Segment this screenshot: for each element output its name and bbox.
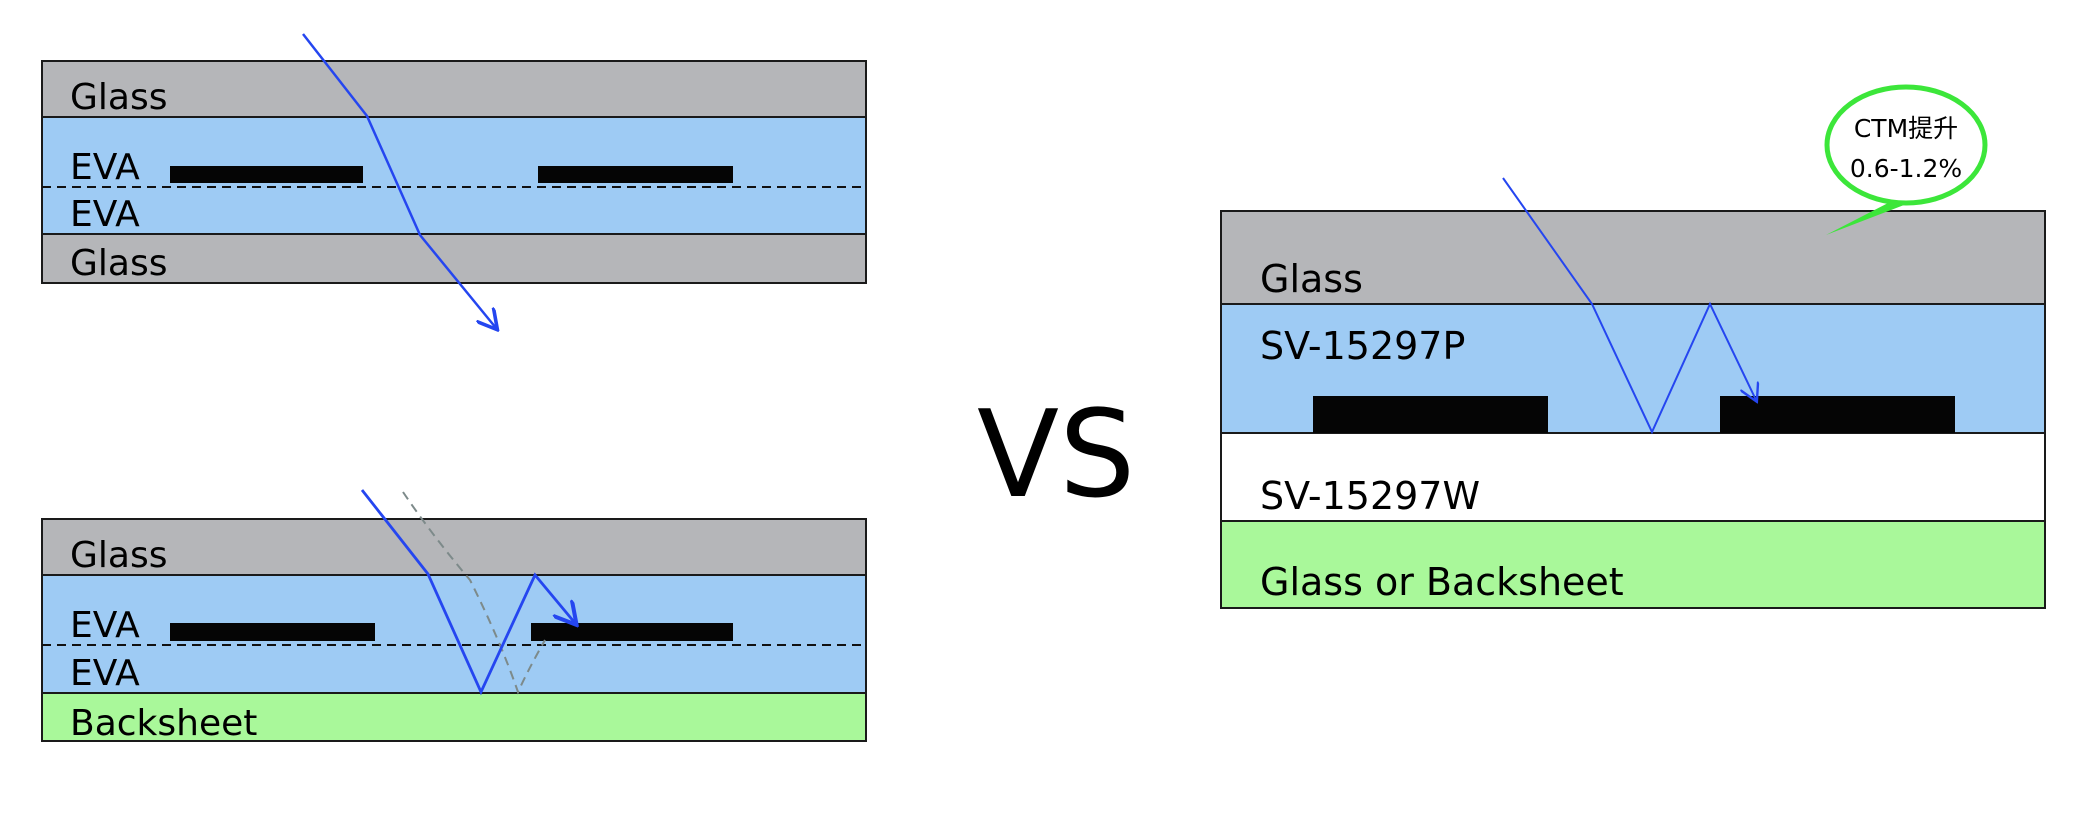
top-left-label-glass-front: Glass [70, 77, 167, 118]
top-left-label-eva-lower: EVA [70, 194, 140, 235]
ctm-callout-line1: CTM提升 [1854, 114, 1958, 143]
right-label-glass-or-backsheet: Glass or Backsheet [1260, 560, 1624, 604]
bottom-left-module: Glass EVA EVA Backsheet [41, 489, 867, 744]
top-left-glass-front [41, 60, 867, 118]
bottom-left-glass [41, 518, 867, 576]
top-left-eva-layer [41, 116, 867, 235]
top-left-label-eva-upper: EVA [70, 147, 140, 188]
bottom-left-label-backsheet: Backsheet [70, 703, 257, 744]
right-label-sv-15297p: SV-15297P [1260, 324, 1465, 368]
top-left-label-glass-back: Glass [70, 243, 167, 284]
right-light-ray [1502, 177, 1756, 435]
vs-label: VS [977, 386, 1135, 525]
bottom-left-backsheet [41, 692, 867, 742]
ctm-callout-bubble: CTM提升 0.6-1.2% [1824, 84, 1988, 235]
top-left-module: Glass EVA EVA Glass [41, 33, 867, 328]
right-label-sv-15297w: SV-15297W [1260, 474, 1480, 518]
ctm-callout-ellipse [1824, 84, 1988, 206]
right-glass [1220, 210, 2046, 305]
bottom-left-label-eva-upper: EVA [70, 605, 140, 646]
ctm-callout-line2: 0.6-1.2% [1850, 154, 1962, 183]
right-sv-15297w-layer [1220, 432, 2046, 522]
bottom-left-label-glass: Glass [70, 535, 167, 576]
bottom-left-cell-1 [170, 623, 375, 641]
right-label-glass: Glass [1260, 257, 1363, 301]
right-cell-1 [1313, 396, 1548, 433]
top-left-cell-2 [538, 166, 733, 183]
top-left-light-ray [302, 33, 496, 328]
bottom-left-light-ray [360, 489, 575, 696]
top-left-cell-1 [170, 166, 363, 183]
bottom-left-ghost-ray [402, 491, 546, 695]
bottom-left-cell-2 [531, 623, 733, 641]
bottom-left-label-eva-lower: EVA [70, 653, 140, 694]
right-glass-or-backsheet [1220, 520, 2046, 609]
right-cell-2 [1720, 396, 1955, 433]
right-module: Glass SV-15297P SV-15297W Glass or Backs… [1220, 177, 2046, 609]
